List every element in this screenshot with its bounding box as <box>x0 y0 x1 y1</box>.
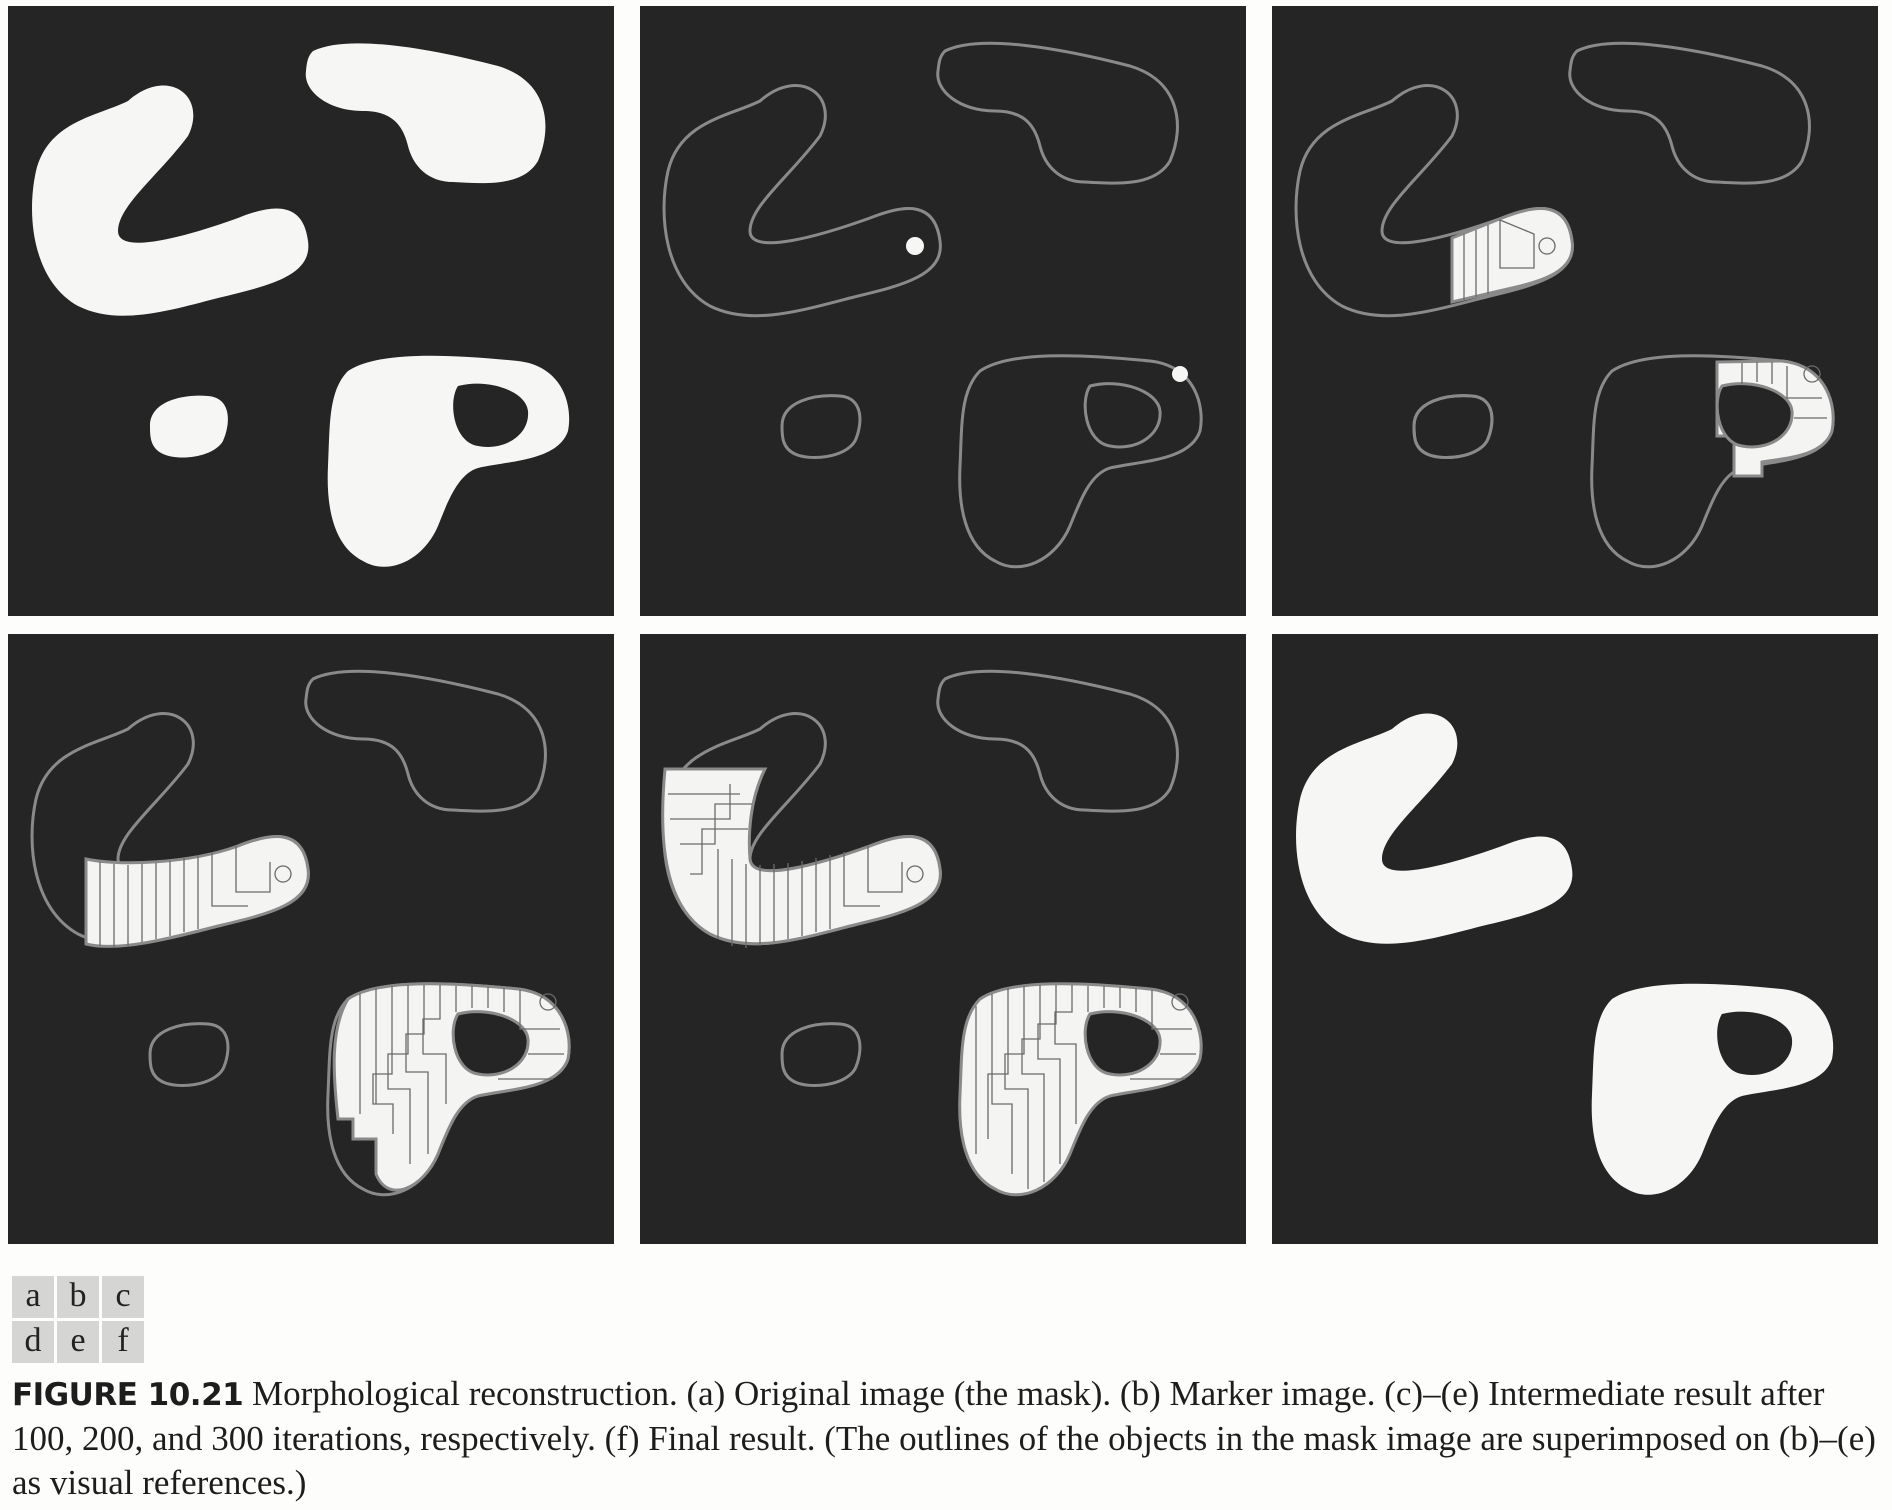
legend-cell: b <box>57 1276 99 1318</box>
panel-d-200-iterations <box>8 634 614 1244</box>
ellipse-outline <box>780 394 862 460</box>
panel-e-graphic <box>661 669 1203 1197</box>
panel-legend: a b c d e f <box>12 1276 144 1363</box>
hook-object <box>1296 713 1573 944</box>
blob-outline <box>936 669 1179 813</box>
ellipse-outline <box>780 1022 862 1088</box>
reconstructed-region-keyhole <box>958 982 1203 1197</box>
panel-d-graphic <box>30 669 571 1197</box>
legend-cell: a <box>12 1276 54 1318</box>
keyhole-object <box>327 355 570 567</box>
panel-a-mask <box>8 6 614 616</box>
keyhole-object <box>1591 983 1834 1195</box>
blob-outline <box>936 41 1179 185</box>
hook-outline <box>662 84 942 318</box>
legend-cell: d <box>12 1321 54 1363</box>
hatch-lines-keyhole <box>975 985 1196 1189</box>
figure-caption: FIGURE 10.21 Morphological reconstructio… <box>12 1372 1884 1505</box>
panel-e-300-iterations <box>640 634 1246 1244</box>
marker-dot-keyhole <box>1172 366 1188 382</box>
keyhole-hole <box>451 1010 530 1077</box>
legend-cell: e <box>57 1321 99 1363</box>
panel-c-100-iterations <box>1272 6 1878 616</box>
hatch-lines-hook <box>1463 219 1556 300</box>
panel-f-final-result <box>1272 634 1878 1244</box>
reconstructed-region-hook <box>1450 207 1574 304</box>
hatch-lines-keyhole <box>1741 362 1827 419</box>
marker-dot-hook <box>906 237 924 255</box>
panel-b-graphic <box>662 41 1203 569</box>
hook-object <box>32 85 309 316</box>
blob-object <box>305 43 546 184</box>
blob-outline <box>304 669 547 813</box>
panel-f-graphic <box>1296 713 1834 1195</box>
hatch-lines-hook <box>99 846 292 948</box>
blob-outline <box>1568 41 1811 185</box>
hatch-lines-keyhole <box>359 985 564 1164</box>
panel-a-graphic <box>32 43 570 567</box>
hole-outline <box>1083 382 1162 449</box>
panel-c-graphic <box>1294 41 1835 569</box>
keyhole-hole <box>1083 1010 1162 1077</box>
ellipse-object <box>150 395 228 458</box>
legend-cell: c <box>102 1276 144 1318</box>
keyhole-hole <box>1715 382 1794 449</box>
caption-text: Morphological reconstruction. (a) Origin… <box>12 1374 1876 1502</box>
ellipse-outline <box>148 1022 230 1088</box>
legend-cell: f <box>102 1321 144 1363</box>
hatch-lines-hook <box>668 784 924 948</box>
panel-b-marker <box>640 6 1246 616</box>
figure-label: FIGURE 10.21 <box>12 1377 244 1413</box>
reconstructed-region-keyhole <box>332 982 571 1192</box>
keyhole-outline <box>958 354 1203 569</box>
